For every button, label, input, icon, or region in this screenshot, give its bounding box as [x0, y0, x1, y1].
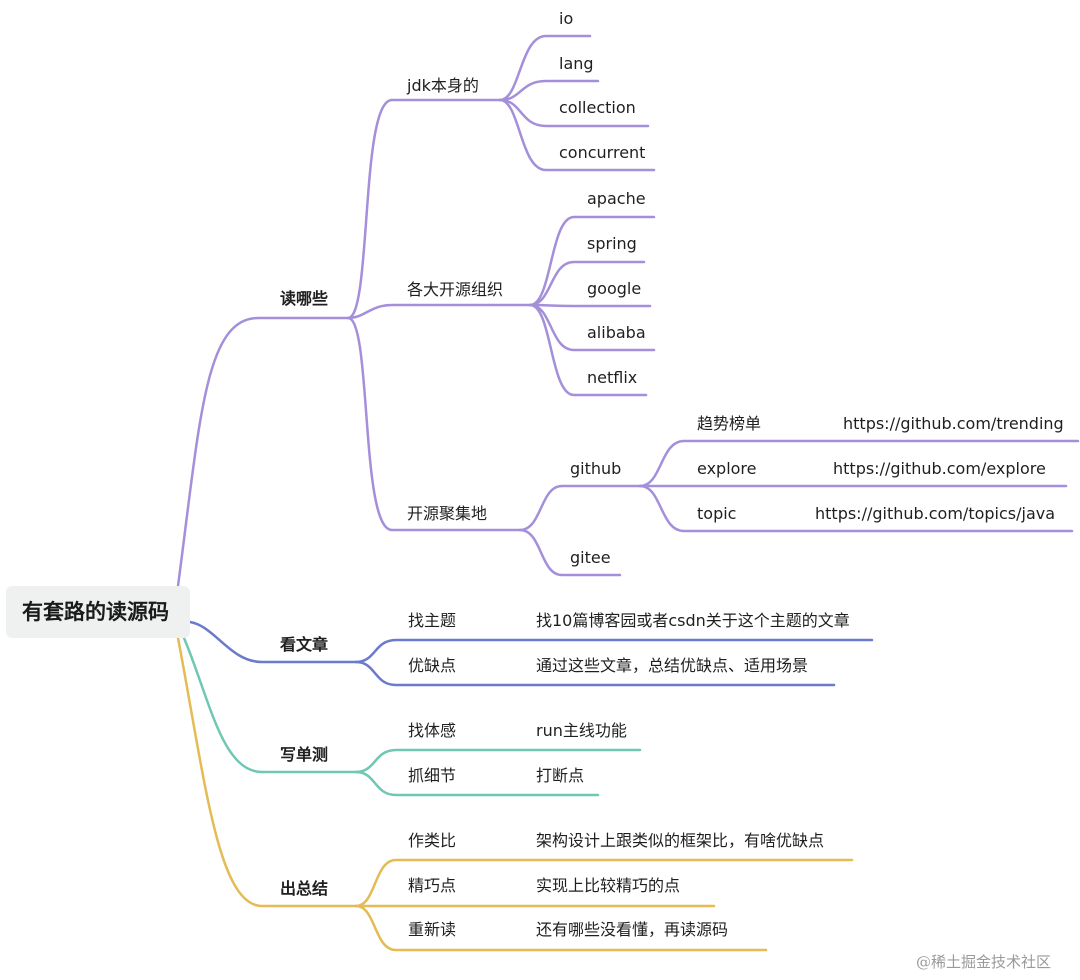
leaf-find-topic[interactable]: 找主题 [408, 611, 457, 630]
connector-feel [354, 748, 642, 774]
node-orgs[interactable]: 各大开源组织 [407, 280, 504, 299]
leaf-collection[interactable]: collection [559, 98, 636, 117]
connector-io [498, 34, 592, 102]
connector-spring [528, 260, 646, 307]
node-unit-tests[interactable]: 写单测 [280, 745, 329, 764]
leaf-apache[interactable]: apache [587, 189, 646, 208]
leaf-reread[interactable]: 重新读 [408, 920, 457, 939]
leaf-netflix[interactable]: netflix [587, 368, 638, 387]
connector-unit-tests [182, 636, 358, 774]
articles-connectors [188, 620, 874, 687]
node-read-which[interactable]: 读哪些 [280, 289, 329, 308]
connector-trending [638, 439, 1080, 488]
connector-pros-cons [354, 660, 836, 687]
leaf-io[interactable]: io [559, 9, 574, 28]
node-github[interactable]: github [570, 459, 622, 478]
url-explore[interactable]: https://github.com/explore [833, 459, 1046, 478]
leaf-topic[interactable]: topic [697, 504, 737, 523]
url-topic[interactable]: https://github.com/topics/java [815, 504, 1056, 523]
connector-analogy [354, 858, 854, 908]
root-label: 有套路的读源码 [22, 600, 169, 624]
connector-apache [528, 215, 656, 307]
connector-hubs [346, 316, 522, 532]
connector-gitee [518, 528, 622, 577]
connector-netflix [528, 303, 648, 397]
detail-find-topic[interactable]: 找10篇博客园或者csdn关于这个主题的文章 [536, 611, 850, 630]
connector-collection [498, 98, 650, 128]
connector-find-topic [354, 638, 874, 664]
leaf-elegant[interactable]: 精巧点 [408, 876, 457, 895]
node-gitee[interactable]: gitee [570, 548, 611, 567]
detail-elegant[interactable]: 实现上比较精巧的点 [536, 876, 681, 895]
connector-lang [498, 79, 600, 102]
connector-reread [354, 904, 768, 952]
node-jdk[interactable]: jdk本身的 [407, 76, 479, 95]
detail-pros-cons[interactable]: 通过这些文章，总结优缺点、适用场景 [536, 656, 809, 675]
connector-articles [188, 620, 358, 664]
summary-connectors [176, 636, 854, 952]
leaf-spring[interactable]: spring [587, 234, 637, 253]
detail-reread[interactable]: 还有哪些没看懂，再读源码 [536, 920, 729, 939]
connector-topic [638, 484, 1074, 533]
leaf-analogy[interactable]: 作类比 [408, 831, 457, 850]
leaf-pros-cons[interactable]: 优缺点 [408, 656, 457, 675]
leaf-lang[interactable]: lang [559, 54, 594, 73]
read-which-connectors [176, 34, 1080, 588]
connector-details [354, 770, 600, 797]
watermark: @稀土掘金技术社区 [916, 953, 1052, 971]
root-node[interactable] [6, 586, 190, 638]
detail-analogy[interactable]: 架构设计上跟类似的框架比，有啥优缺点 [536, 831, 825, 850]
node-summary[interactable]: 出总结 [280, 879, 329, 898]
url-trending[interactable]: https://github.com/trending [843, 414, 1064, 433]
connector-summary [176, 636, 358, 908]
connector-jdk [346, 98, 502, 320]
leaf-details[interactable]: 抓细节 [408, 766, 457, 785]
leaf-feel[interactable]: 找体感 [408, 721, 457, 740]
connector-github [518, 484, 642, 532]
detail-details[interactable]: 打断点 [536, 766, 585, 785]
leaf-concurrent[interactable]: concurrent [559, 143, 646, 162]
connector-read-which [176, 316, 350, 588]
leaf-google[interactable]: google [587, 279, 642, 298]
connector-orgs [346, 303, 532, 320]
leaf-trending[interactable]: 趋势榜单 [697, 414, 762, 433]
node-articles[interactable]: 看文章 [280, 635, 329, 654]
leaf-alibaba[interactable]: alibaba [587, 323, 646, 342]
unit-tests-connectors [182, 636, 642, 797]
connector-google [528, 303, 652, 308]
node-hubs[interactable]: 开源聚集地 [407, 504, 488, 523]
detail-feel[interactable]: run主线功能 [536, 721, 627, 740]
connector-concurrent [498, 98, 656, 172]
leaf-explore[interactable]: explore [697, 459, 757, 478]
